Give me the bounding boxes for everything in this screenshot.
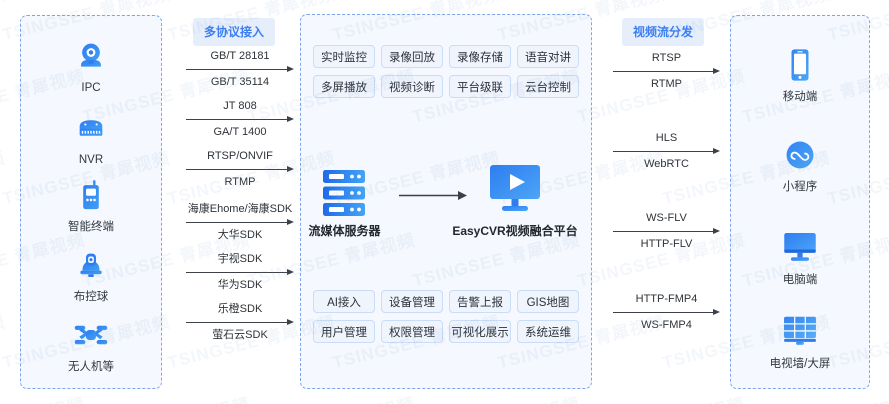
handheld-terminal-icon (20, 175, 162, 215)
watermark-text: TSINGSEE 青犀视频 (0, 0, 7, 44)
protocol-label-top: 乐橙SDK (217, 303, 263, 315)
server-stack-icon (318, 167, 370, 224)
protocol-label-top: 宇视SDK (217, 253, 263, 265)
protocol-label-top: RTSP (651, 52, 682, 64)
arrow-line (186, 166, 294, 173)
client-label: 电脑端 (782, 274, 818, 286)
feature-chip[interactable]: 云台控制 (517, 75, 579, 98)
arrow-right-icon (399, 188, 467, 206)
ingest-header-pill: 多协议接入 (193, 18, 276, 46)
watermark-text: TSINGSEE 青犀视频 (575, 390, 748, 404)
ingest-arrow-3: 海康Ehome/海康SDK 大华SDK (186, 203, 294, 242)
mini-program-icon (730, 135, 870, 175)
watermark-text: TSINGSEE 青犀视频 (0, 148, 7, 208)
device-label: 智能终端 (68, 221, 114, 233)
feature-chip[interactable]: GIS地图 (517, 290, 579, 313)
feature-chip[interactable]: 录像存储 (449, 45, 511, 68)
client-item-desktop[interactable]: 电脑端 (730, 228, 870, 287)
device-item-terminal[interactable]: 智能终端 (20, 175, 162, 234)
distribute-header-pill: 视频流分发 (622, 18, 705, 46)
feature-chip[interactable]: 设备管理 (381, 290, 443, 313)
arrow-line (186, 269, 294, 276)
feature-chip[interactable]: 录像回放 (381, 45, 443, 68)
protocol-label-bottom: GB/T 35114 (210, 76, 270, 88)
nvr-recorder-icon (20, 108, 162, 148)
feature-chip[interactable]: 可视化展示 (449, 320, 511, 343)
mobile-phone-icon (730, 45, 870, 85)
video-platform-monitor-icon (487, 163, 543, 220)
device-label: IPC (81, 82, 101, 94)
client-item-mobile[interactable]: 移动端 (730, 45, 870, 104)
feature-chip[interactable]: 系统运维 (517, 320, 579, 343)
distribute-arrow-2: WS-FLV HTTP-FLV (613, 212, 720, 251)
client-label: 移动端 (782, 91, 818, 103)
arrow-line (613, 228, 720, 235)
arrow-line (186, 219, 294, 226)
protocol-label-bottom: RTMP (224, 176, 256, 188)
protocol-label-bottom: 萤石云SDK (212, 329, 268, 341)
device-item-ipc[interactable]: IPC (20, 36, 162, 95)
watermark-text: TSINGSEE 青犀视频 (0, 312, 7, 372)
feature-chip[interactable]: 平台级联 (449, 75, 511, 98)
arrow-line (186, 66, 294, 73)
feature-chip[interactable]: 实时监控 (313, 45, 375, 68)
ipc-camera-icon (20, 36, 162, 76)
client-item-miniprogram[interactable]: 小程序 (730, 135, 870, 194)
arrow-line (613, 68, 720, 75)
feature-chip[interactable]: 语音对讲 (517, 45, 579, 68)
protocol-label-bottom: GA/T 1400 (213, 126, 267, 138)
protocol-label-bottom: WebRTC (644, 158, 689, 170)
arrow-line (613, 148, 720, 155)
ingest-arrow-5: 乐橙SDK 萤石云SDK (186, 303, 294, 342)
device-label: NVR (78, 154, 104, 166)
video-wall-icon (730, 312, 870, 352)
client-label: 电视墙/大屏 (769, 358, 831, 370)
drone-icon (20, 315, 162, 355)
arrow-line (186, 319, 294, 326)
watermark-text: TSINGSEE 青犀视频 (80, 390, 253, 404)
protocol-label-top: WS-FLV (646, 212, 687, 224)
protocol-label-top: HTTP-FMP4 (635, 293, 698, 305)
arrow-line (186, 116, 294, 123)
protocol-label-top: GB/T 28181 (210, 50, 270, 62)
feature-chip[interactable]: 权限管理 (381, 320, 443, 343)
feature-chip[interactable]: 视频诊断 (381, 75, 443, 98)
device-item-nvr[interactable]: NVR (20, 108, 162, 167)
protocol-label-bottom: 华为SDK (217, 279, 263, 291)
protocol-label-top: JT 808 (223, 100, 257, 112)
protocol-label-bottom: RTMP (651, 78, 682, 90)
feature-chip[interactable]: 用户管理 (313, 320, 375, 343)
distribute-arrow-1: HLS WebRTC (613, 132, 720, 171)
protocol-label-top: RTSP/ONVIF (207, 150, 273, 162)
protocol-label-bottom: HTTP-FLV (640, 238, 693, 250)
platform-label: EasyCVR视频融合平台 (452, 224, 578, 238)
client-label: 小程序 (782, 181, 818, 193)
protocol-label-top: 海康Ehome/海康SDK (187, 203, 293, 215)
client-item-videowall[interactable]: 电视墙/大屏 (730, 312, 870, 371)
watermark-text: TSINGSEE 青犀视频 (410, 390, 583, 404)
watermark-text: TSINGSEE 青犀视频 (0, 390, 87, 404)
feature-chip[interactable]: AI接入 (313, 290, 375, 313)
ptz-dome-camera-icon (20, 245, 162, 285)
device-item-ptz[interactable]: 布控球 (20, 245, 162, 304)
ingest-arrow-2: RTSP/ONVIF RTMP (186, 150, 294, 189)
feature-chip[interactable]: 多屏播放 (313, 75, 375, 98)
watermark-text: TSINGSEE 青犀视频 (245, 390, 418, 404)
distribute-arrow-0: RTSP RTMP (613, 52, 720, 91)
protocol-label-bottom: WS-FMP4 (641, 319, 692, 331)
device-label: 布控球 (73, 291, 109, 303)
watermark-text: TSINGSEE 青犀视频 (740, 390, 889, 404)
protocol-label-top: HLS (655, 132, 678, 144)
ingest-arrow-4: 宇视SDK 华为SDK (186, 253, 294, 292)
feature-chip[interactable]: 告警上报 (449, 290, 511, 313)
device-label: 无人机等 (68, 361, 114, 373)
protocol-label-bottom: 大华SDK (217, 229, 263, 241)
device-item-drone[interactable]: 无人机等 (20, 315, 162, 374)
desktop-monitor-icon (730, 228, 870, 268)
server-label: 流媒体服务器 (308, 224, 381, 238)
arrow-line (613, 309, 720, 316)
